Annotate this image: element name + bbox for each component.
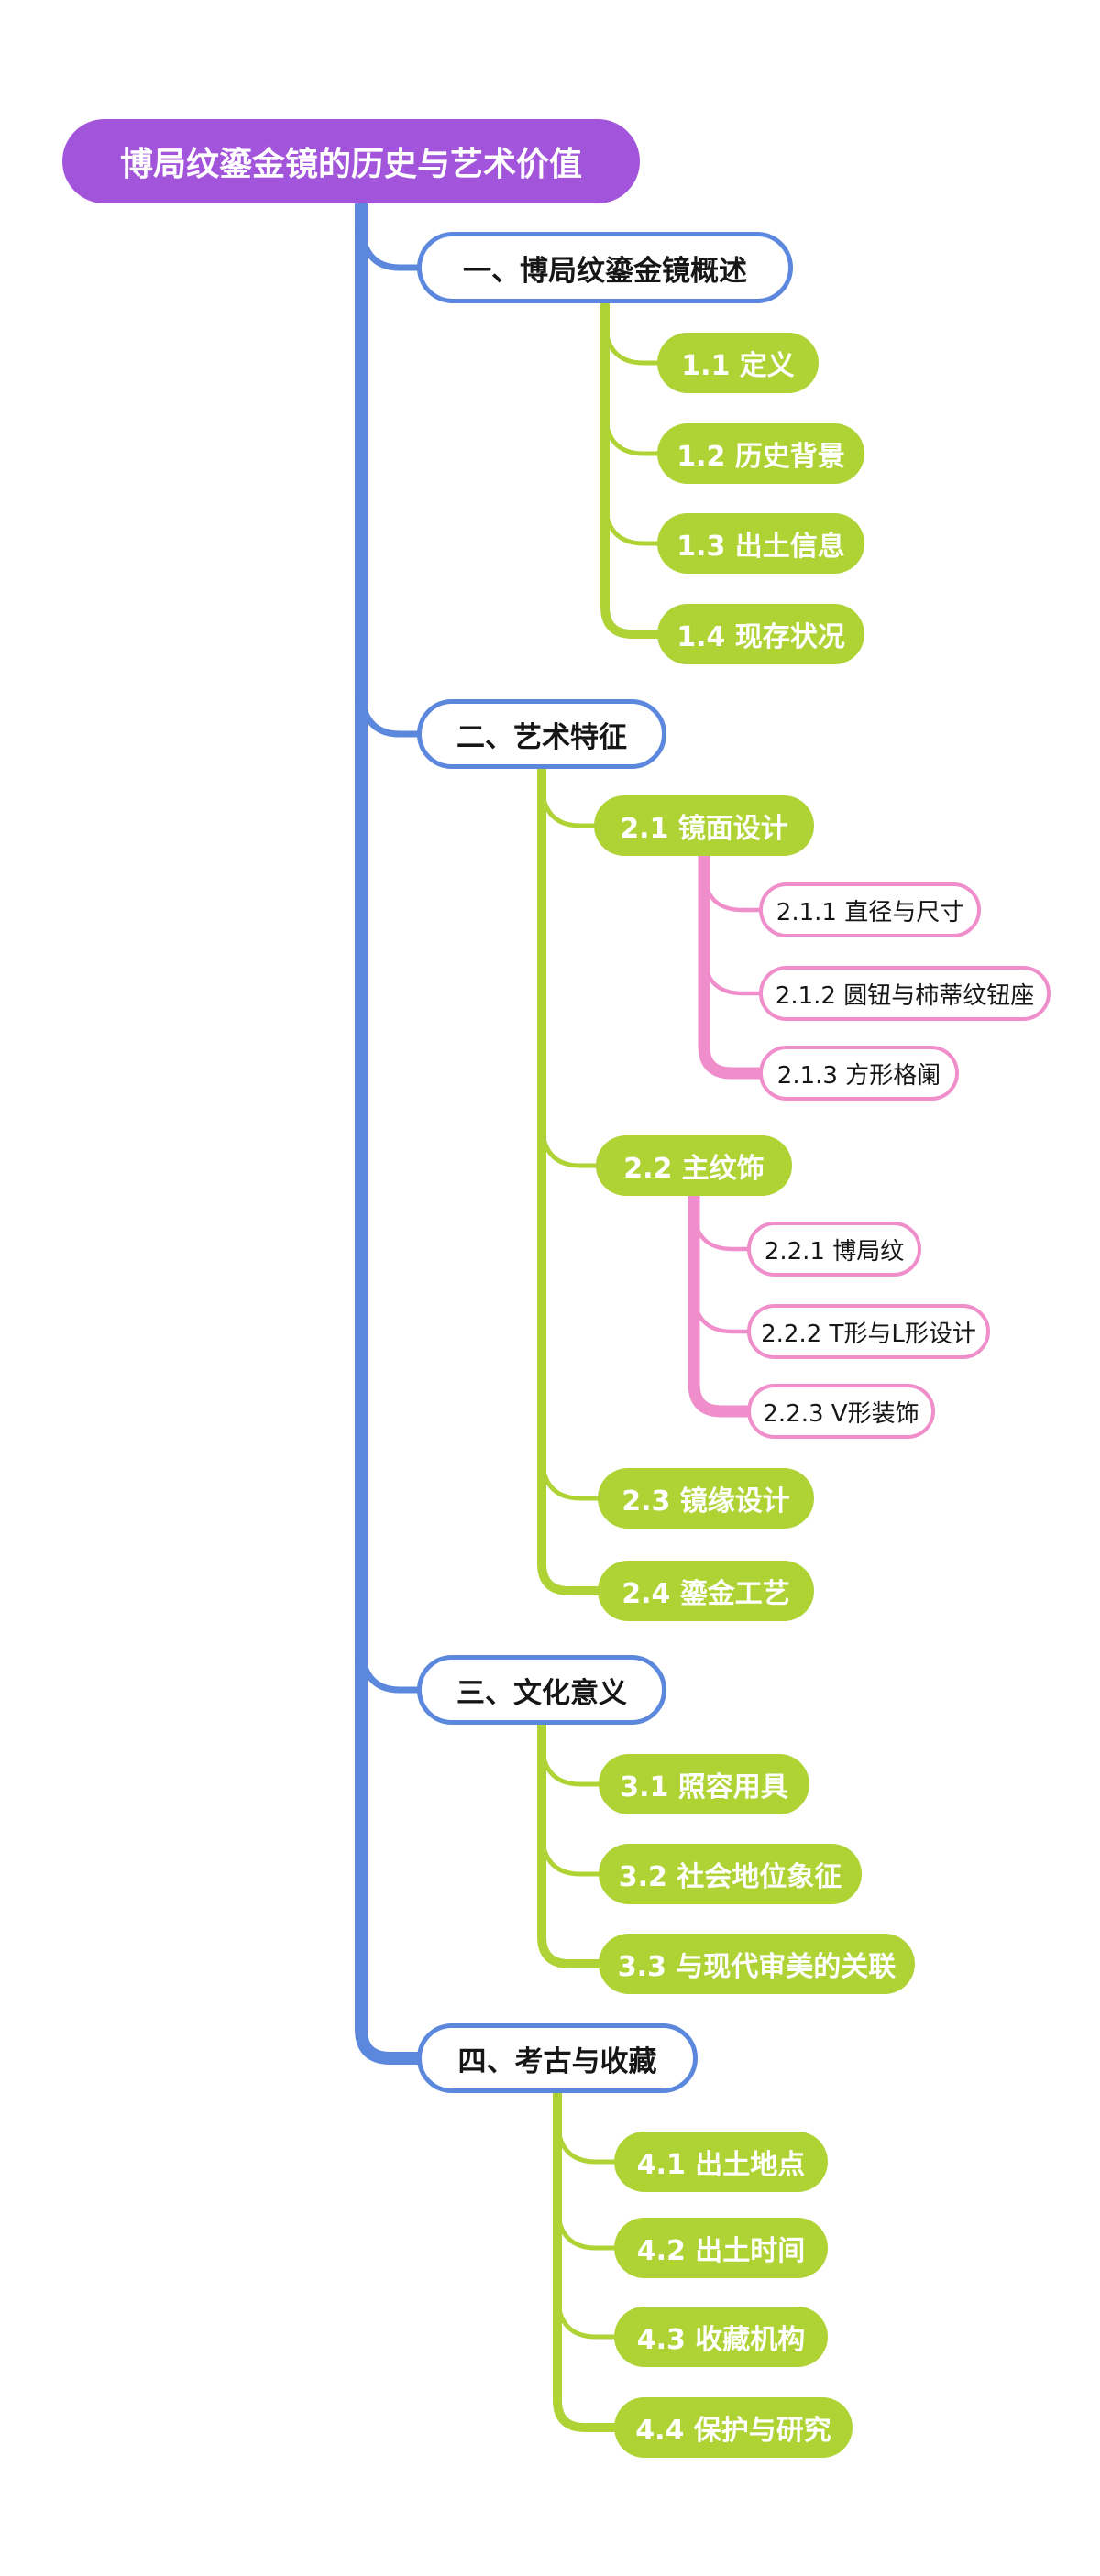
connector-subtopic-2-1-2 (701, 949, 762, 996)
topic-node-3-1[interactable]: 3.1 照容用具 (599, 1754, 809, 1814)
topic-node-2-2[interactable]: 2.2 主纹饰 (596, 1135, 792, 1196)
connector-topic-2-2 (539, 1119, 599, 1168)
topic-node-1-2[interactable]: 1.2 历史背景 (657, 423, 864, 484)
connector-root-trunk (355, 197, 424, 2065)
branch-node-cultural-significance[interactable]: 三、文化意义 (417, 1655, 666, 1725)
topic-node-2-1[interactable]: 2.1 镜面设计 (594, 795, 814, 856)
connector-branch-3 (358, 1639, 421, 1694)
branch-node-archaeology-collection[interactable]: 四、考古与收藏 (417, 2023, 698, 2093)
connector-topic-3-1 (539, 1737, 601, 1787)
connector-topic-2-1 (539, 779, 597, 828)
connector-topic-4-2 (555, 2201, 617, 2251)
connector-trunk-section-3 (537, 1720, 603, 1968)
branch-node-art-features[interactable]: 二、艺术特征 (417, 699, 666, 769)
topic-node-1-3[interactable]: 1.3 出土信息 (657, 513, 864, 574)
topic-node-4-3[interactable]: 4.3 收藏机构 (614, 2307, 828, 2367)
connector-branch-2 (358, 683, 421, 738)
topic-node-2-3[interactable]: 2.3 镜缘设计 (598, 1468, 814, 1529)
connector-trunk-2-2 (688, 1189, 754, 1418)
connector-topic-3-2 (539, 1827, 601, 1877)
root-node[interactable]: 博局纹鎏金镜的历史与艺术价值 (62, 119, 640, 203)
connector-topic-1-1 (602, 316, 660, 366)
subtopic-node-2-2-1[interactable]: 2.2.1 博局纹 (747, 1222, 921, 1277)
connector-topic-1-2 (602, 407, 660, 456)
subtopic-node-2-1-1[interactable]: 2.1.1 直径与尺寸 (759, 882, 981, 937)
connector-trunk-section-4 (553, 2088, 619, 2432)
topic-node-3-2[interactable]: 3.2 社会地位象征 (599, 1844, 862, 1904)
subtopic-node-2-2-3[interactable]: 2.2.3 V形装饰 (747, 1384, 935, 1439)
connector-topic-4-3 (555, 2290, 617, 2340)
subtopic-node-2-1-3[interactable]: 2.1.3 方形格阑 (759, 1046, 959, 1101)
connector-topic-4-1 (555, 2115, 617, 2165)
topic-node-4-4[interactable]: 4.4 保护与研究 (614, 2397, 852, 2458)
subtopic-node-2-1-2[interactable]: 2.1.2 圆钮与柿蒂纹钮座 (759, 966, 1050, 1021)
connector-subtopic-2-2-2 (691, 1288, 750, 1334)
topic-node-4-2[interactable]: 4.2 出土时间 (614, 2218, 828, 2278)
connector-trunk-2-1 (698, 850, 765, 1080)
topic-node-2-4[interactable]: 2.4 鎏金工艺 (598, 1561, 814, 1621)
topic-node-1-1[interactable]: 1.1 定义 (657, 333, 819, 393)
connector-subtopic-2-2-1 (691, 1205, 750, 1252)
branch-node-overview[interactable]: 一、博局纹鎏金镜概述 (417, 232, 793, 303)
connector-trunk-section-1 (600, 299, 662, 639)
connector-branch-1 (358, 216, 421, 271)
connector-topic-2-3 (539, 1452, 600, 1501)
topic-node-3-3[interactable]: 3.3 与现代审美的关联 (599, 1934, 915, 1994)
topic-node-1-4[interactable]: 1.4 现存状况 (657, 604, 864, 664)
topic-node-4-1[interactable]: 4.1 出土地点 (614, 2132, 828, 2192)
connector-subtopic-2-1-1 (701, 866, 762, 913)
subtopic-node-2-2-2[interactable]: 2.2.2 T形与L形设计 (747, 1304, 990, 1359)
connector-trunk-section-2 (537, 764, 602, 1595)
connector-topic-1-3 (602, 497, 660, 546)
